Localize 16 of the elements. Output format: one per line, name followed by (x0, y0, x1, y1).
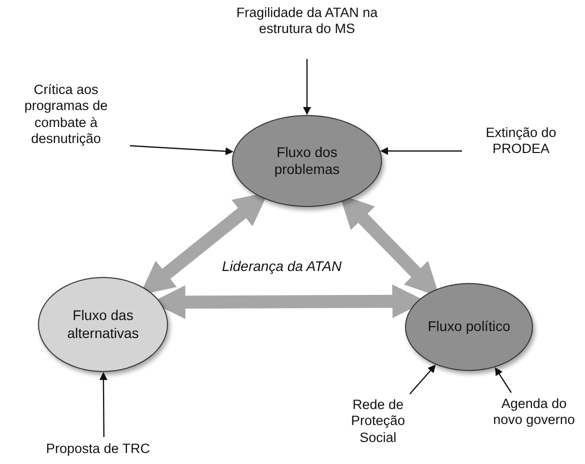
center-label: Liderança da ATAN (222, 258, 342, 274)
ellipse-label: Fluxo dos problemas (273, 144, 341, 178)
arrow (409, 364, 436, 394)
factor-text: Proposta de TRC (28, 441, 168, 461)
ellipse-label: Fluxo político (426, 318, 512, 336)
factor-text: Extinção do PRODEA (466, 125, 576, 161)
factor-text: Agenda do novo governo (488, 396, 580, 460)
arrow (99, 372, 108, 437)
arrow (303, 59, 311, 115)
factor-text: Rede de Proteção Social (336, 397, 420, 463)
factor-text: Crítica aos programas de combate à desnutrição (6, 82, 126, 150)
factor-text: Fragilidade da ATAN na estrutura do MS (232, 5, 382, 55)
arrow (130, 145, 234, 156)
arrow (380, 147, 462, 155)
ellipse-label: Fluxo das alternativas (66, 307, 140, 342)
arrow (494, 367, 512, 393)
